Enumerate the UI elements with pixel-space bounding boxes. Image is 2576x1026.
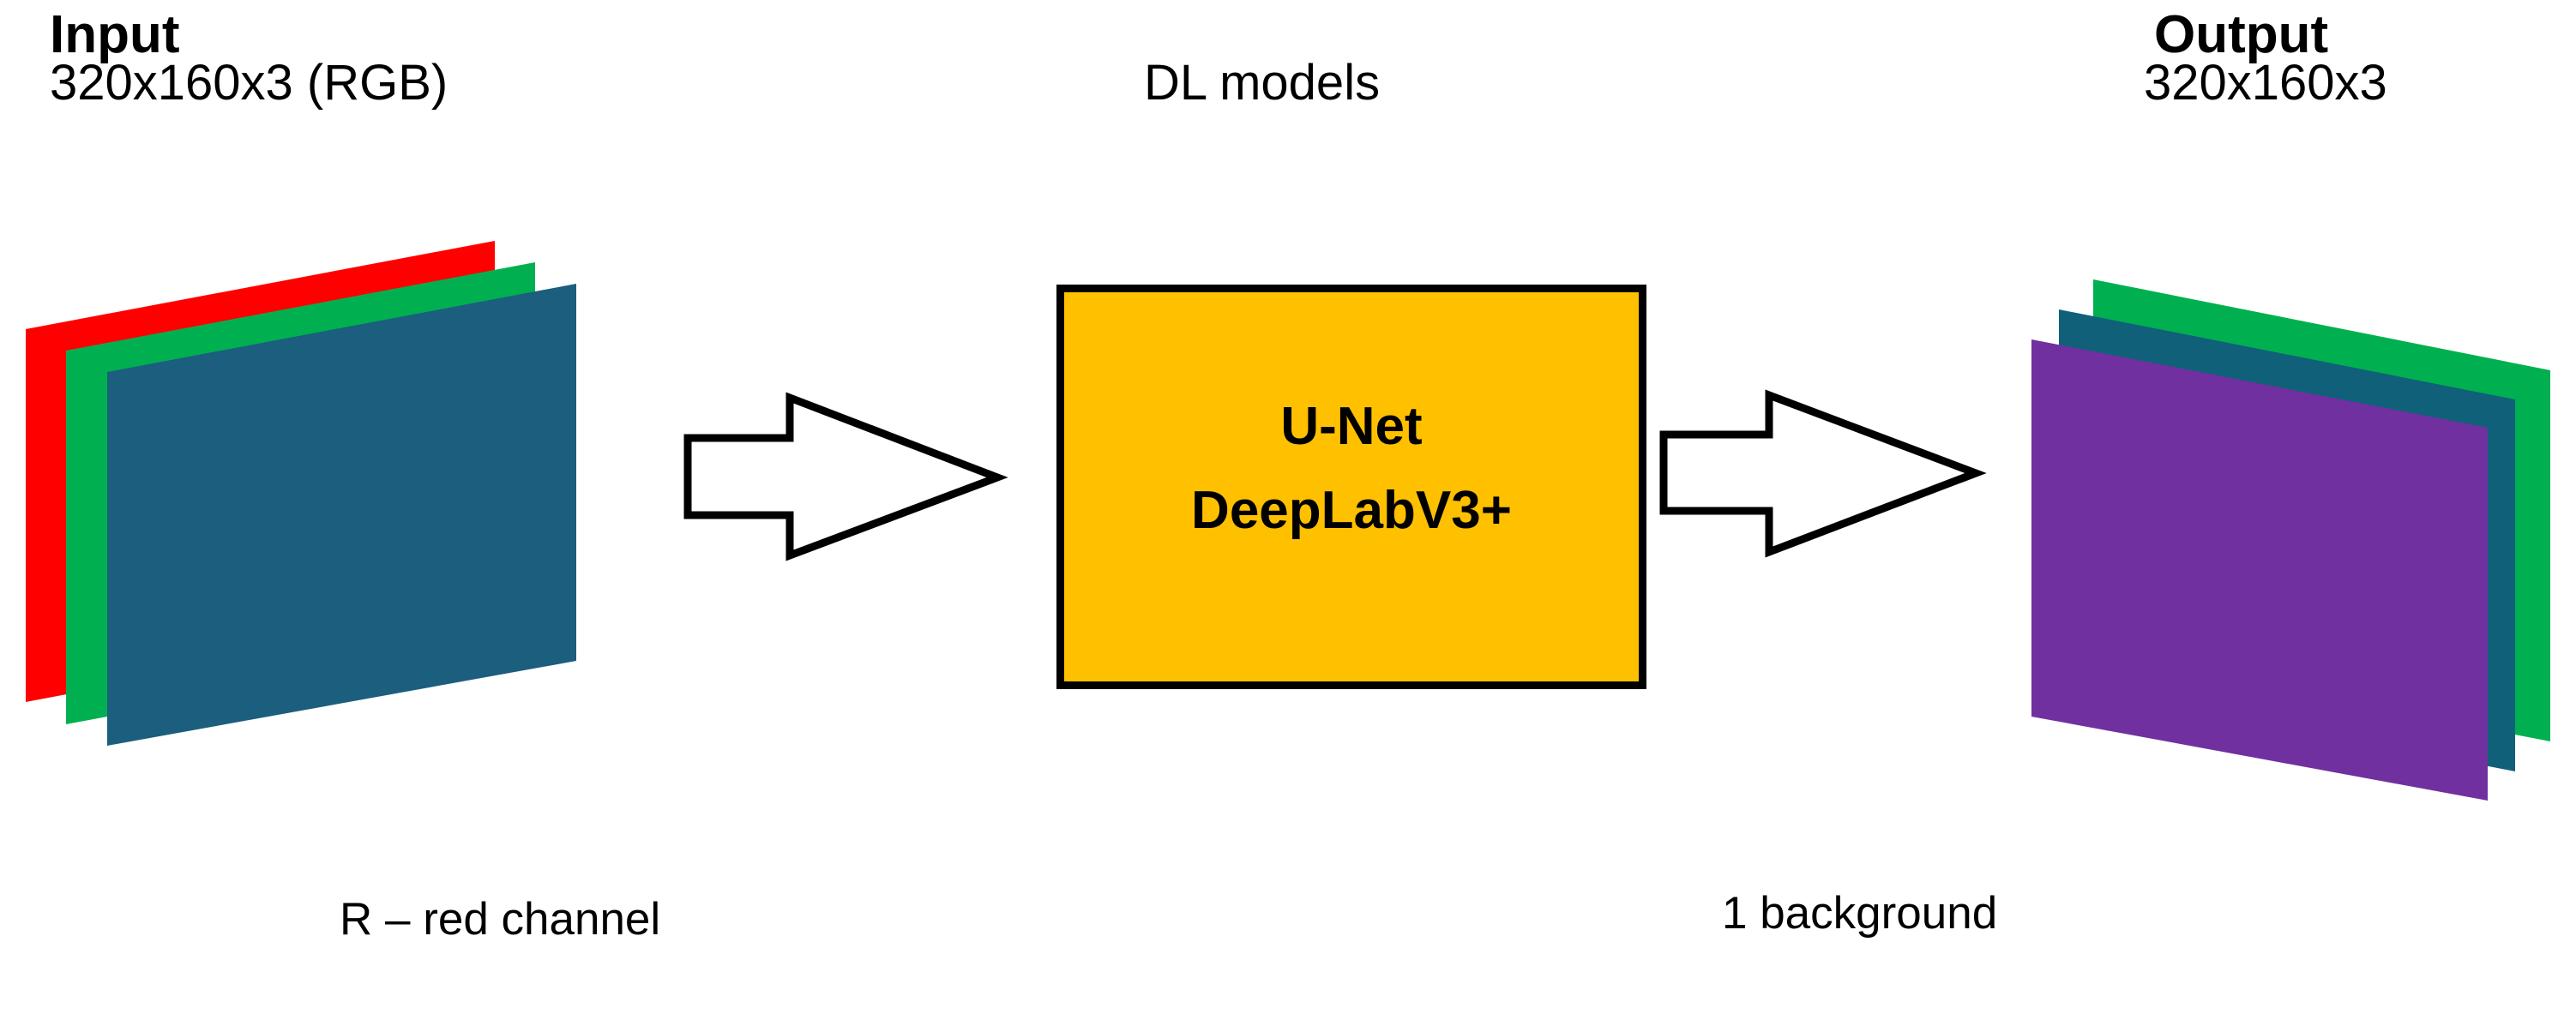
output-class-legend: 1 background 2 – Concrete damage 3 – Rei… — [1722, 800, 2293, 1026]
model-name-unet: U-Net — [1280, 397, 1423, 456]
output-title: Output — [2154, 5, 2329, 64]
arrow-right-icon — [1659, 389, 1987, 558]
class-1-plane — [2031, 339, 2488, 801]
input-title: Input — [50, 5, 180, 64]
output-dimensions: 320x160x3 — [2144, 55, 2387, 111]
dl-models-label: DL models — [1144, 55, 1381, 111]
input-channel-legend: R – red channel G – green channel B – bl… — [340, 806, 713, 1026]
model-name-deeplabv3plus: DeepLabV3+ — [1191, 481, 1512, 540]
model-box: U-Net DeepLabV3+ — [1056, 285, 1646, 689]
input-dimensions: 320x160x3 (RGB) — [50, 55, 448, 111]
legend-item-red: R – red channel — [340, 894, 661, 945]
legend-item-background: 1 background — [1722, 888, 1998, 939]
blue-channel-plane — [107, 284, 576, 746]
arrow-right-icon — [683, 392, 1008, 561]
